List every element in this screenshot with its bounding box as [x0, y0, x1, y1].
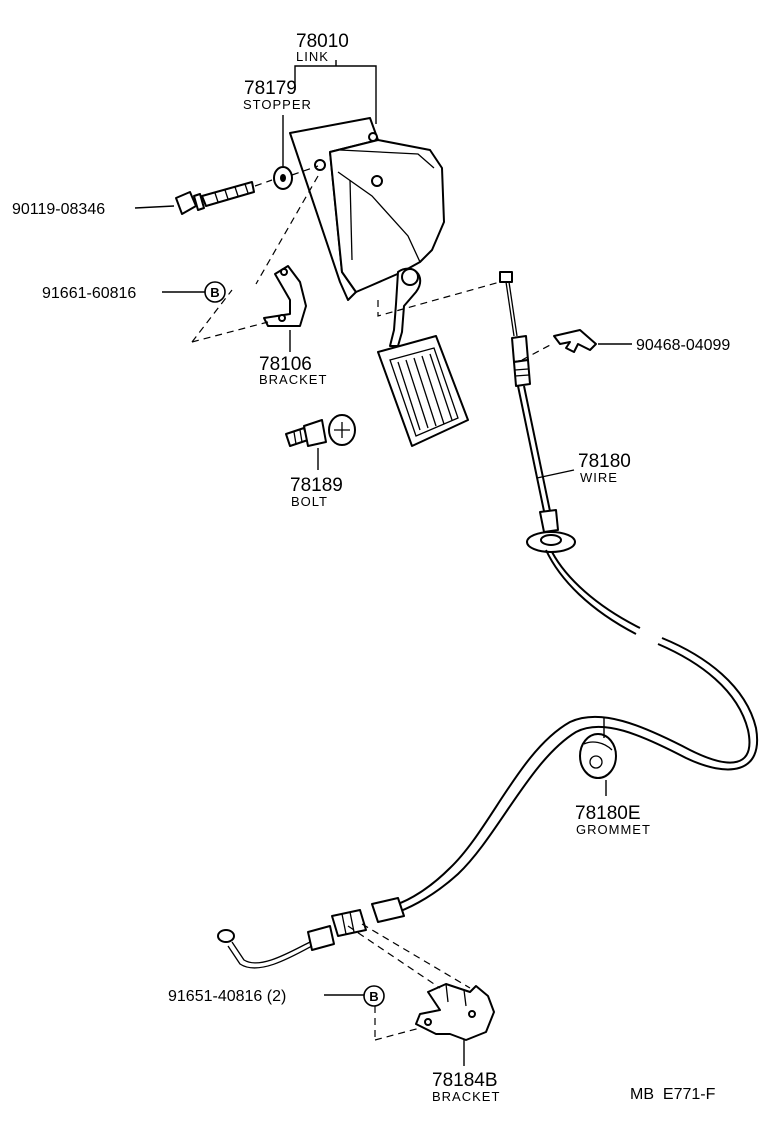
svg-text:B: B [210, 285, 219, 300]
bolt-78189 [285, 414, 356, 447]
clip-90468 [553, 329, 597, 353]
bolt-number: 78189 [290, 475, 343, 496]
clip-b-upper-symbol: B [204, 281, 226, 303]
bracket-lower-number: 78184B [432, 1070, 498, 1091]
clip-b-lower-number: 91651-40816 (2) [168, 988, 286, 1005]
stopper-number: 78179 [244, 78, 297, 99]
grommet-name: GROMMET [576, 822, 651, 837]
grommet-78180E [579, 733, 617, 779]
stopper-name: STOPPER [243, 97, 312, 112]
bolt-name: BOLT [291, 494, 328, 509]
link-number: 78010 [296, 31, 349, 52]
clip-b-upper-number: 91661-60816 [42, 285, 136, 302]
bracket-78106 [263, 265, 307, 327]
clip-b-lower-symbol: B [363, 985, 385, 1007]
pedal-link-assembly [289, 117, 469, 447]
diagram-code: MB E771-F [630, 1086, 716, 1103]
stopper-washer [273, 166, 293, 190]
link-name: LINK [296, 49, 329, 64]
bracket-upper-name: BRACKET [259, 372, 327, 387]
bolt-front-number: 90119-08346 [12, 201, 105, 218]
bracket-upper-number: 78106 [259, 354, 312, 375]
bracket-lower-name: BRACKET [432, 1089, 500, 1104]
wire-number: 78180 [578, 451, 631, 472]
accelerator-wire [217, 271, 759, 969]
wire-name: WIRE [580, 470, 618, 485]
link-leader [294, 65, 377, 124]
clip-wire-number: 90468-04099 [636, 337, 730, 354]
bolt-90119 [175, 181, 255, 215]
bracket-78184B [415, 983, 495, 1041]
grommet-number: 78180E [575, 803, 641, 824]
svg-text:B: B [369, 989, 378, 1004]
